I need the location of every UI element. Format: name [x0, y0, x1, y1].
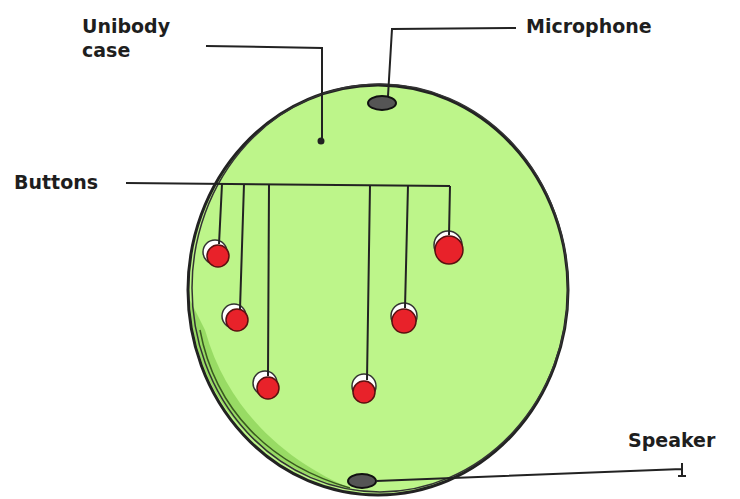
- part-label: Speaker: [628, 428, 728, 452]
- microphone-grille: [368, 96, 396, 110]
- microphone-leader: [388, 28, 516, 96]
- part-label: Unibody case: [82, 14, 202, 62]
- leader-lines: [126, 28, 686, 481]
- case-edge: [200, 330, 350, 488]
- speaker-leader: [376, 463, 686, 481]
- case-outline: [188, 85, 568, 495]
- buttons-leader: [126, 183, 450, 186]
- case-outline-sketch: [192, 84, 568, 492]
- case-fill: [188, 85, 568, 495]
- part-label: Microphone: [526, 14, 676, 38]
- case-leader-dot: [319, 139, 324, 144]
- speaker-grille: [348, 474, 376, 488]
- case-leader: [206, 46, 322, 138]
- part-label: Buttons: [14, 170, 124, 194]
- button-drops: [219, 184, 450, 380]
